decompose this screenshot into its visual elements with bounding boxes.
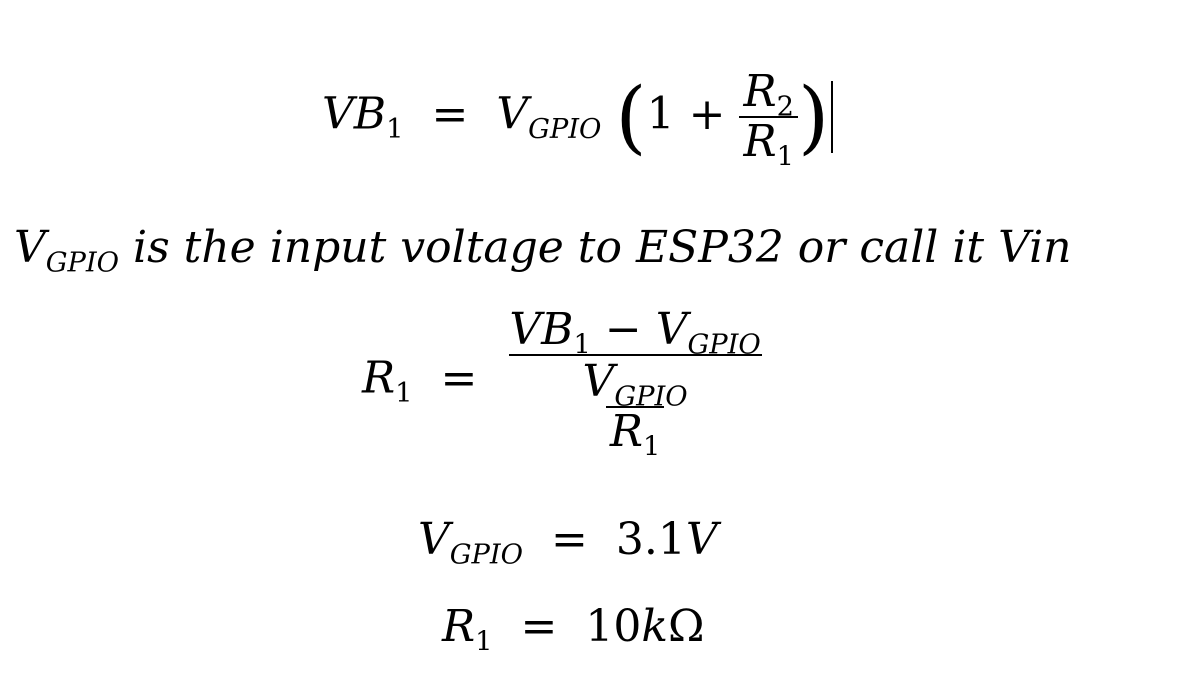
- subscript: 1: [776, 141, 794, 173]
- numerator: R2: [739, 70, 798, 121]
- subscript: GPIO: [45, 247, 120, 279]
- symbol: V: [14, 222, 46, 273]
- numerator: VB1−VGPIO: [505, 308, 764, 359]
- subscript: GPIO: [528, 114, 602, 146]
- inner-fraction: VGPIO R1: [579, 360, 692, 461]
- symbol: V: [655, 304, 688, 355]
- denominator: R1: [739, 116, 798, 171]
- symbol: R: [743, 66, 777, 117]
- symbol: R: [609, 406, 643, 457]
- symbol: R: [743, 116, 777, 167]
- equation-vgpio-value: VGPIO = 3.1V: [418, 518, 718, 569]
- equals-sign: =: [551, 514, 588, 565]
- symbol: VB: [322, 88, 387, 140]
- note-line: VGPIO is the input voltage to ESP32 or c…: [14, 226, 1071, 277]
- inner-numerator: VGPIO: [579, 360, 692, 411]
- text-cursor: [831, 81, 834, 153]
- inner-denominator: R1: [605, 406, 665, 461]
- symbol: R: [362, 352, 396, 404]
- plus-sign: +: [688, 88, 726, 140]
- equals-sign: =: [520, 601, 558, 652]
- equation-r1-value: R1 = 10kΩ: [442, 605, 705, 656]
- open-paren: (: [615, 70, 647, 163]
- subscript: 1: [386, 114, 404, 146]
- note-text: is the input voltage to ESP32 or call it…: [119, 222, 1072, 273]
- subscript: 1: [573, 329, 591, 361]
- unit-prefix: k: [641, 601, 669, 652]
- symbol: V: [496, 88, 529, 140]
- subscript: 2: [776, 91, 794, 123]
- symbol: V: [418, 514, 450, 565]
- subscript: GPIO: [449, 539, 524, 571]
- unit-ohm: Ω: [668, 601, 705, 652]
- equation-r1: R1 = VB1−VGPIO VGPIO R1: [362, 308, 765, 461]
- value: 10: [585, 601, 642, 652]
- minus-sign: −: [604, 304, 642, 355]
- equals-sign: =: [431, 88, 469, 140]
- value: 3.1: [615, 514, 686, 565]
- equals-sign: =: [440, 352, 478, 404]
- subscript: 1: [642, 431, 661, 463]
- subscript: 1: [475, 626, 493, 658]
- unit: V: [685, 514, 718, 565]
- symbol: VB: [509, 304, 574, 355]
- denominator: VGPIO R1: [508, 354, 762, 461]
- subscript: 1: [395, 378, 413, 410]
- fraction: VB1−VGPIO VGPIO R1: [505, 308, 764, 461]
- symbol: R: [442, 601, 476, 652]
- symbol: V: [582, 356, 615, 407]
- number: 1: [646, 88, 675, 140]
- close-paren: ): [797, 70, 830, 163]
